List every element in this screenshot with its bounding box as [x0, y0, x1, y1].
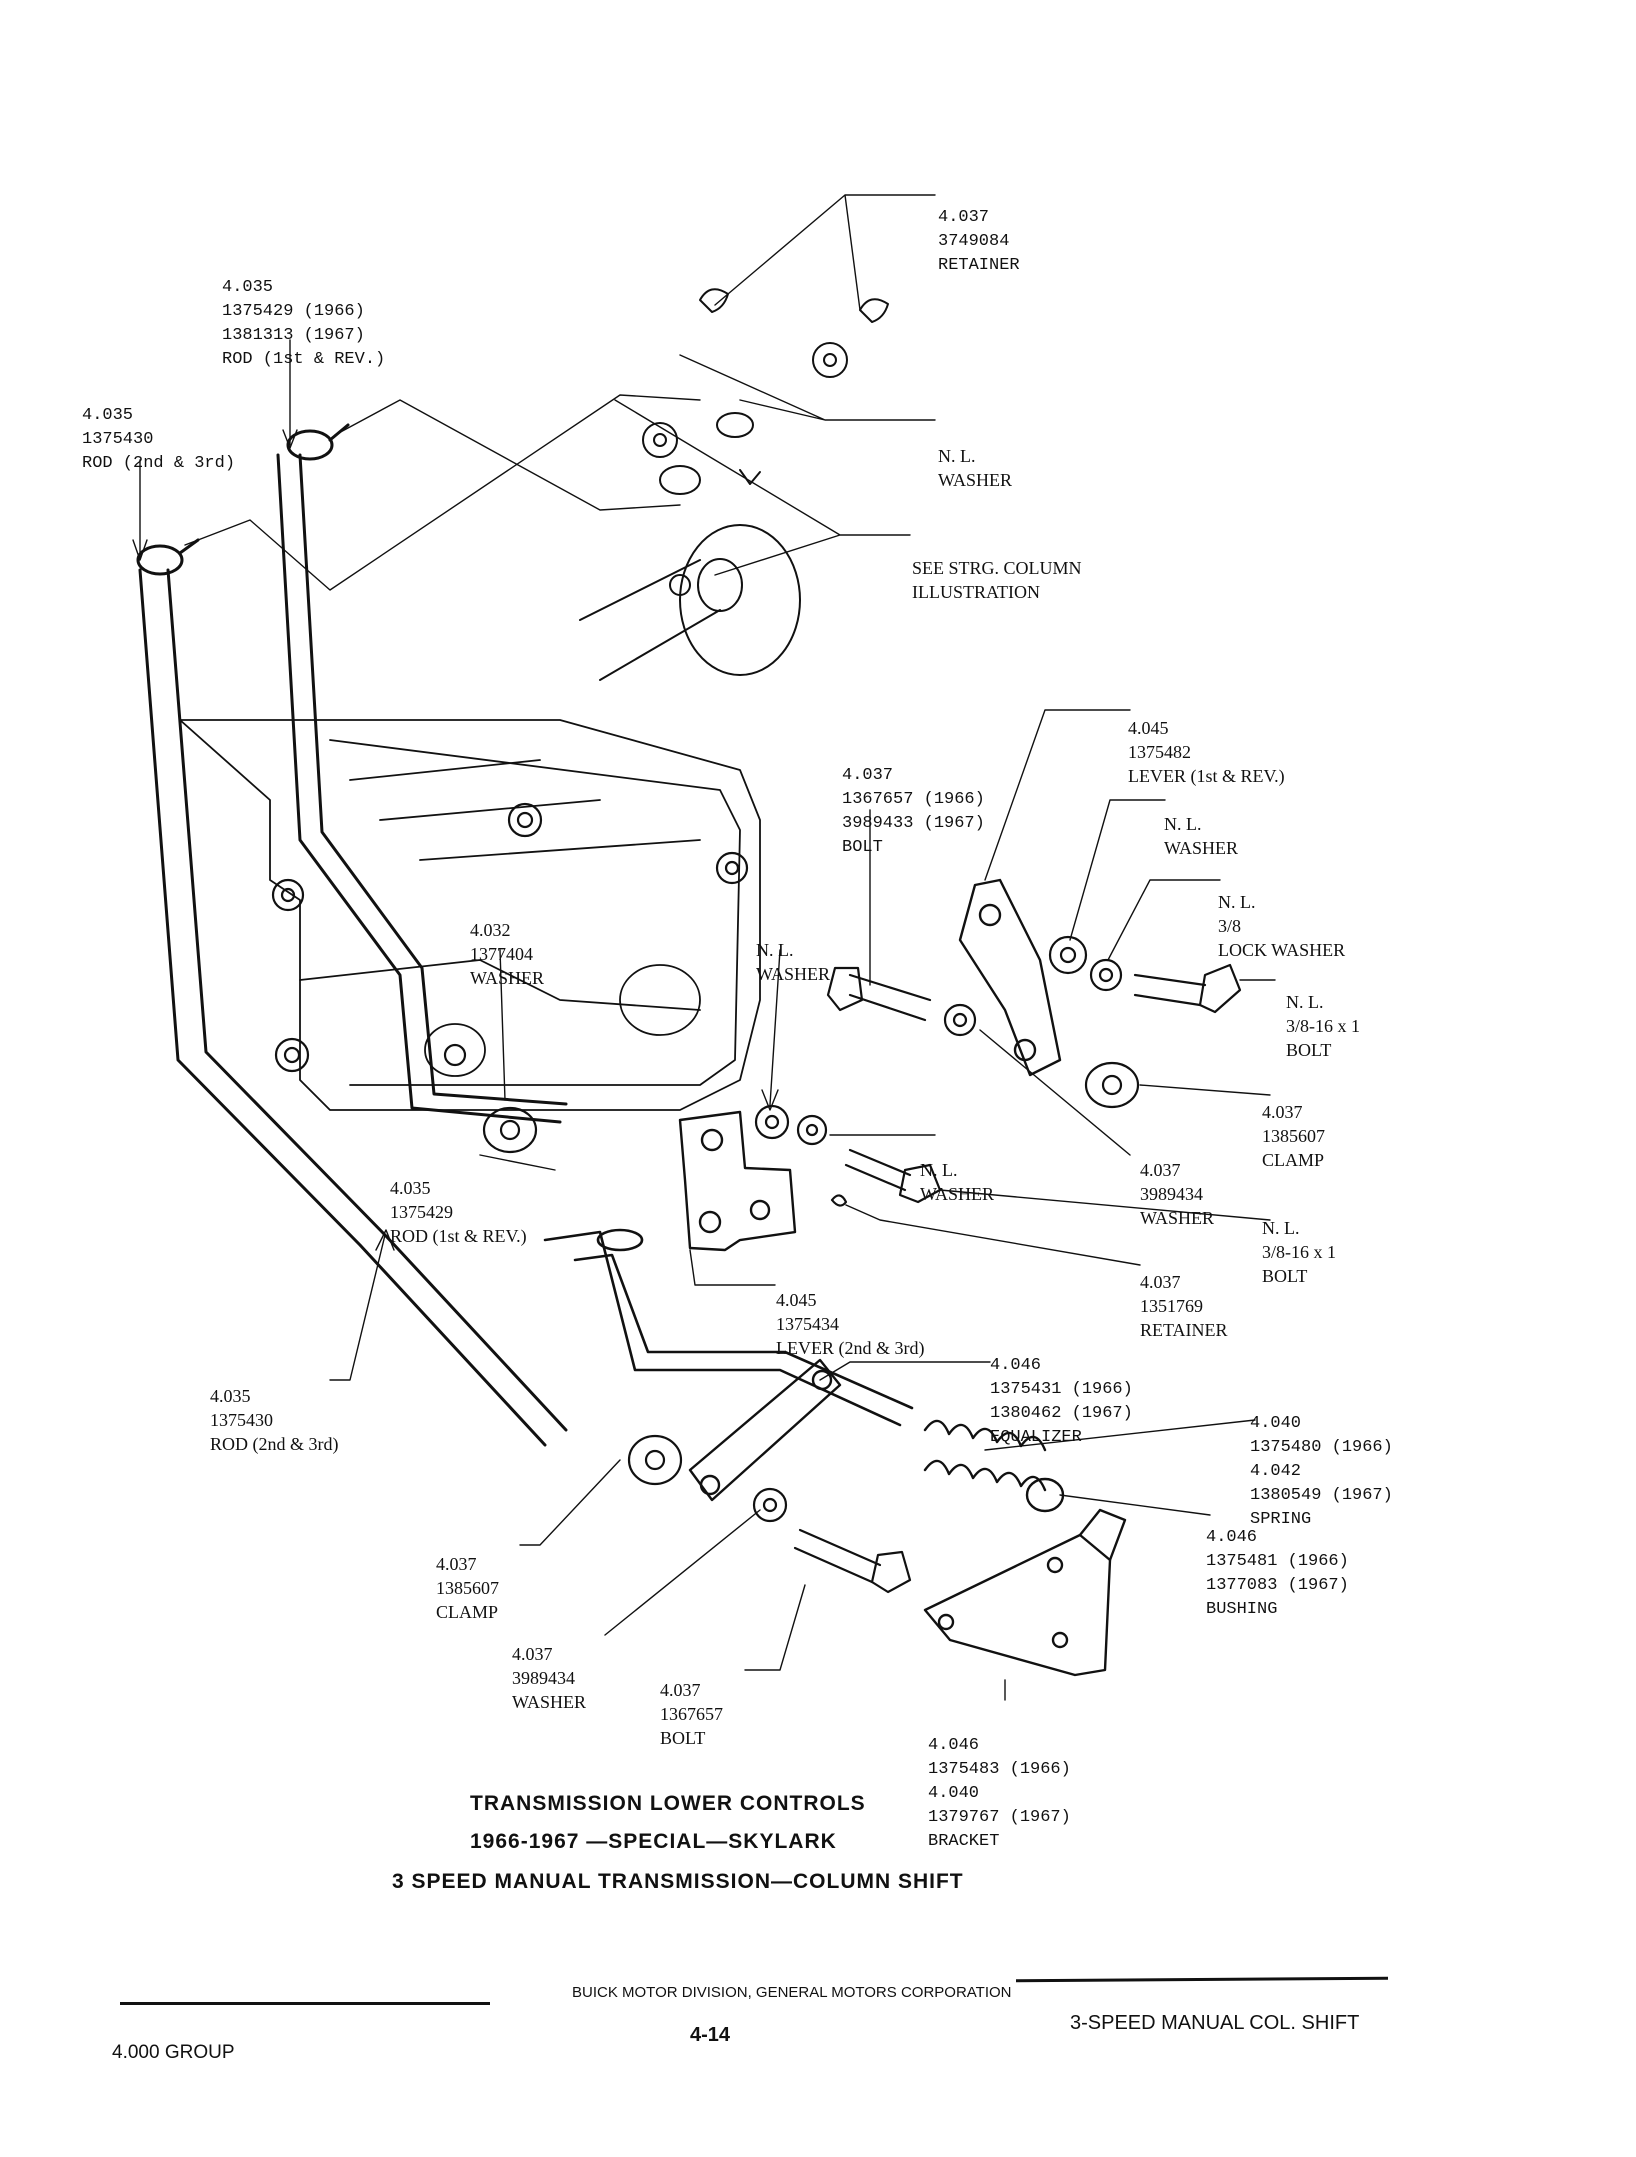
label-washer-nl-top: N. L.WASHER: [938, 446, 1013, 490]
steering-column-end: [579, 288, 889, 681]
lower-hardware: [627, 1434, 912, 1594]
caption-line-2: 1966-1967 —SPECIAL—SKYLARK: [470, 1830, 837, 1853]
footer-division: BUICK MOTOR DIVISION, GENERAL MOTORS COR…: [572, 1984, 1012, 2001]
leader-lines: [132, 194, 1276, 1701]
rod-2nd-3rd: [136, 538, 568, 1447]
label-washer-nl-lower: N. L.WASHER: [920, 1160, 995, 1204]
lever-2nd-3rd: [678, 1110, 797, 1252]
case-bolts: [271, 802, 749, 1073]
bracket: [923, 1508, 1127, 1677]
footer-section: 3-SPEED MANUAL COL. SHIFT: [1070, 2012, 1360, 2034]
rod-1st-rev: [276, 423, 568, 1124]
label-washer-nl-right: N. L.WASHER: [1164, 814, 1239, 858]
caption-line-1: TRANSMISSION LOWER CONTROLS: [470, 1792, 866, 1815]
label-washer-nl-mid: N. L.WASHER: [756, 940, 831, 984]
upper-hardware: [826, 935, 1242, 1109]
equalizer-plate: [688, 1358, 842, 1502]
footer-rule-left: [120, 2002, 490, 2005]
footer-group: 4.000 GROUP: [112, 2042, 235, 2063]
lever-1st-rev: [958, 878, 1062, 1077]
transmission-case: [179, 719, 761, 1111]
footer-page-number: 4-14: [690, 2024, 731, 2046]
caption-line-3: 3 SPEED MANUAL TRANSMISSION—COLUMN SHIFT: [392, 1870, 964, 1893]
